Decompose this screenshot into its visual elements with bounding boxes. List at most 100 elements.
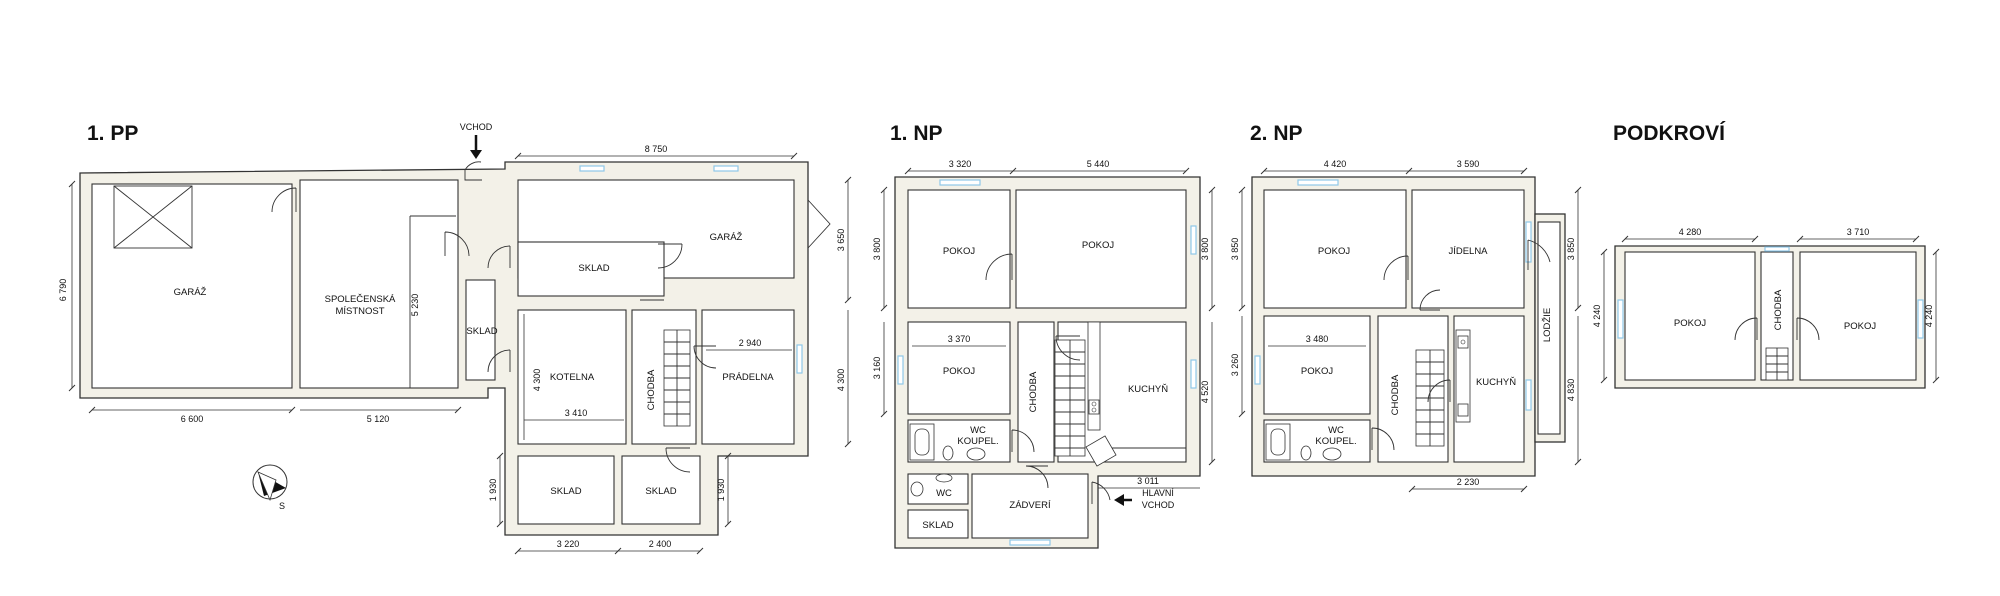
pp-door-5 — [657, 243, 683, 269]
floor-title-attic: PODKROVÍ — [1613, 122, 1726, 145]
label-np1-corridor: CHODBA — [1028, 371, 1039, 412]
dim-np1-right-b: 4 520 — [1200, 381, 1210, 404]
label-np1-storage: SKLAD — [922, 520, 953, 531]
label-np2-dining: JÍDELNA — [1448, 246, 1488, 257]
label-np2-a: POKOJ — [1318, 246, 1350, 257]
label-np1-bath-1: WC — [970, 425, 986, 436]
pp-stairs — [663, 329, 691, 427]
dim-pp-inner: 5 230 — [410, 294, 420, 317]
label-social-1: SPOLEČENSKÁ — [325, 294, 396, 305]
np1-door-3 — [1011, 429, 1035, 453]
label-np2-bath-2: KOUPEL. — [1315, 436, 1356, 447]
dim-np2-left-b: 3 260 — [1230, 354, 1240, 377]
np1-door-1 — [985, 253, 1013, 281]
attic-dimensions: 4 280 3 710 4 240 4 240 — [1592, 227, 1940, 384]
np1-entrance-label-2: VCHOD — [1142, 500, 1175, 510]
room-np1-corridor — [1017, 321, 1055, 463]
dim-pp-left: 6 790 — [58, 279, 68, 302]
label-corridor-pp: CHODBA — [646, 369, 657, 410]
label-storage-low-left: SKLAD — [550, 486, 581, 497]
label-np1-c: POKOJ — [943, 366, 975, 377]
floor-title-pp: 1. PP — [87, 122, 138, 145]
np1-window-3 — [1190, 359, 1197, 389]
room-storage-low-left — [517, 455, 615, 525]
label-storage-small: SKLAD — [466, 326, 497, 337]
pp-window-1 — [579, 165, 605, 172]
pp-door-1 — [271, 187, 297, 213]
pp-entrance-label: VCHOD — [460, 122, 493, 132]
room-np1-b — [1015, 189, 1187, 309]
pp-garage-door — [807, 199, 831, 249]
dim-attic-left: 4 240 — [1592, 305, 1602, 328]
dim-np1-vestibule-w: 3 011 — [1137, 476, 1159, 486]
np1-bath-fixtures — [909, 423, 986, 497]
attic-door-1 — [1734, 317, 1758, 341]
label-np1-b: POKOJ — [1082, 240, 1114, 251]
dim-pp-right-lower: 4 300 — [836, 369, 846, 392]
floor-title-np1: 1. NP — [890, 122, 943, 145]
label-attic-b: POKOJ — [1844, 321, 1876, 332]
np2-kitchen-fixtures — [1455, 329, 1471, 423]
np1-dimensions: 3 320 5 440 3 800 3 160 3 800 4 520 3 37… — [872, 159, 1216, 489]
dim-np2-bottom: 2 230 — [1457, 477, 1480, 487]
dim-attic-top-b: 3 710 — [1847, 227, 1870, 237]
dim-np2-top-b: 3 590 — [1457, 159, 1480, 169]
label-laundry: PRÁDELNA — [722, 372, 774, 383]
np1-entrance-label-1: HLAVNÍ — [1142, 488, 1174, 498]
room-attic-b — [1799, 251, 1917, 381]
attic-stairs — [1765, 347, 1789, 381]
floor-pp: 1. PP — [58, 122, 852, 555]
skylight — [113, 185, 193, 249]
label-np1-kitchen: KUCHYŇ — [1128, 384, 1168, 395]
dim-np1-room-w: 3 370 — [948, 334, 971, 344]
label-np2-kitchen: KUCHYŇ — [1476, 377, 1516, 388]
dim-np2-top-a: 4 420 — [1324, 159, 1347, 169]
pp-window-3 — [796, 344, 803, 374]
np1-door-2 — [1055, 335, 1081, 361]
dim-pp-bottom-a: 3 220 — [557, 539, 580, 549]
attic-window-3 — [1764, 246, 1790, 252]
label-np1-a: POKOJ — [943, 246, 975, 257]
dim-pp-laundry-w: 2 940 — [739, 338, 762, 348]
pp-door-3 — [487, 245, 511, 269]
np2-loggia-inner — [1537, 221, 1561, 435]
np2-door-4 — [1427, 379, 1451, 403]
room-np2-a — [1263, 189, 1407, 309]
label-boiler: KOTELNA — [550, 372, 595, 383]
room-np1-c — [907, 321, 1011, 415]
np1-window-5 — [1009, 539, 1051, 546]
pp-door-6 — [693, 345, 717, 369]
attic-window-2 — [1917, 299, 1924, 339]
np1-window-2 — [897, 355, 904, 385]
np2-window-2 — [1254, 355, 1261, 385]
np2-door-1 — [1383, 255, 1409, 281]
pp-dimensions: 8 750 6 790 6 600 5 120 5 230 3 650 4 30… — [58, 144, 852, 555]
label-attic-corridor: CHODBA — [1773, 289, 1784, 330]
np2-dimensions: 4 420 3 590 3 850 3 260 3 850 4 830 3 48… — [1230, 159, 1582, 493]
pp-entry-door — [464, 161, 482, 181]
dim-np2-right-b: 4 830 — [1566, 379, 1576, 402]
dim-np2-room-w: 3 480 — [1306, 334, 1329, 344]
np1-door-4 — [1025, 465, 1049, 489]
dim-np1-right-a: 3 800 — [1200, 238, 1210, 261]
dim-np2-right-a: 3 850 — [1566, 238, 1576, 261]
pp-door-4 — [487, 349, 511, 373]
room-storage-upper — [517, 241, 665, 297]
label-np1-vestibule: ZÁDVERÍ — [1009, 500, 1051, 511]
dim-pp-boiler-w: 3 410 — [565, 408, 588, 418]
pp-window-2 — [713, 165, 739, 172]
label-social-2: MÍSTNOST — [335, 306, 384, 317]
compass-letter: S — [279, 501, 285, 511]
dim-pp-boiler-h: 4 300 — [532, 369, 542, 392]
label-np2-corridor: CHODBA — [1390, 374, 1401, 415]
np1-stairs — [1054, 339, 1086, 457]
np2-door-3 — [1371, 427, 1395, 451]
np2-door-5 — [1527, 239, 1551, 270]
room-np1-storage — [907, 509, 969, 539]
room-boiler — [517, 309, 627, 445]
dim-pp-bottom-mid: 5 120 — [367, 414, 390, 424]
floor-attic: PODKROVÍ POKOJ CHODBA POKOJ 4 280 — [1592, 122, 1940, 389]
label-np1-wc: WC — [936, 488, 952, 499]
np1-window-1 — [939, 179, 981, 186]
